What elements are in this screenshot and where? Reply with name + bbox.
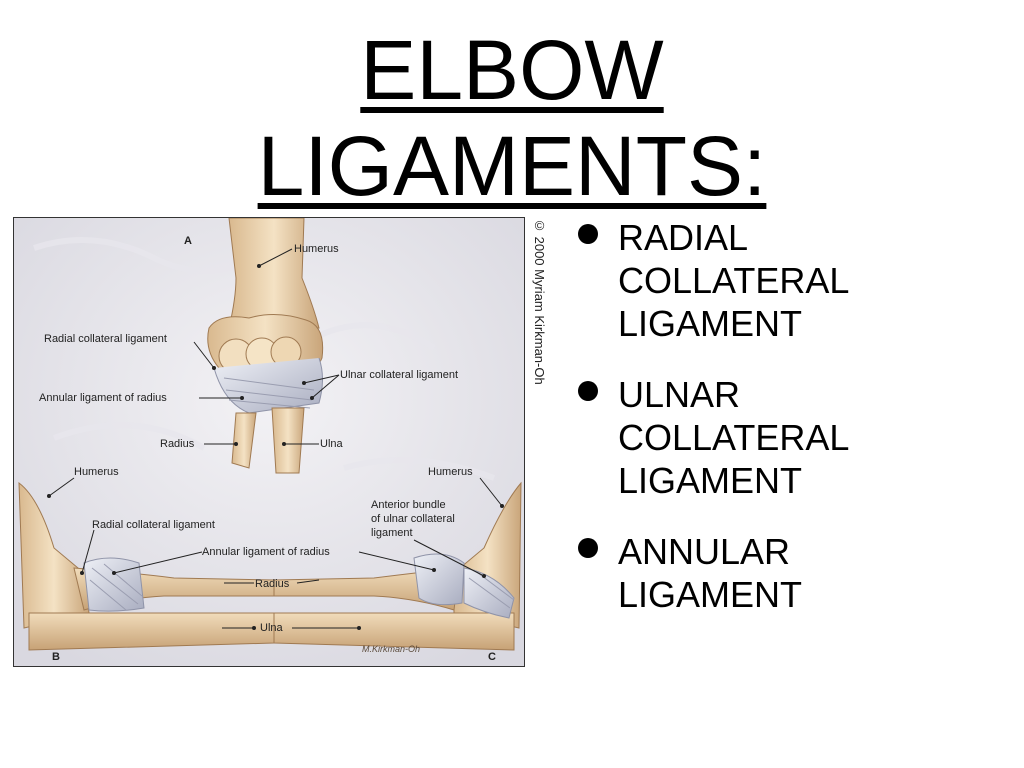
label-c-anterior-bundle-1: Anterior bundle bbox=[371, 499, 446, 511]
label-a-ulna: Ulna bbox=[320, 438, 344, 450]
panel-b-letter: B bbox=[52, 651, 60, 663]
label-a-radial-collateral: Radial collateral ligament bbox=[44, 333, 167, 345]
bullet-line: ULNAR bbox=[618, 374, 741, 415]
label-a-radius: Radius bbox=[160, 438, 195, 450]
bullet-line: LIGAMENT bbox=[618, 303, 803, 344]
panel-a-elbow-front-view bbox=[207, 218, 324, 474]
label-bc-ulna: Ulna bbox=[260, 622, 284, 634]
bullet-line: ANNULAR bbox=[618, 531, 791, 572]
bullet-line: LIGAMENT bbox=[618, 460, 803, 501]
elbow-ligament-illustration: A B C Humerus Radial collateral ligament… bbox=[13, 217, 525, 667]
bullet-dot-icon bbox=[578, 224, 598, 244]
label-c-humerus: Humerus bbox=[428, 466, 473, 478]
bullet-dot-icon bbox=[578, 381, 598, 401]
label-b-humerus: Humerus bbox=[74, 466, 119, 478]
label-bc-annular: Annular ligament of radius bbox=[202, 546, 330, 558]
label-c-anterior-bundle-2: of ulnar collateral bbox=[371, 513, 455, 525]
bullet-item-radial-collateral: RADIAL COLLATERAL LIGAMENT bbox=[578, 216, 1024, 345]
label-bc-radius: Radius bbox=[255, 578, 290, 590]
artist-signature: M.Kirkman-Oh bbox=[362, 644, 420, 654]
panel-c-letter: C bbox=[488, 651, 496, 663]
bullet-line: LIGAMENT bbox=[618, 574, 803, 615]
panel-b-elbow-lateral-view bbox=[18, 481, 275, 651]
label-c-anterior-bundle-3: ligament bbox=[371, 527, 413, 539]
bullet-list: RADIAL COLLATERAL LIGAMENT ULNAR COLLATE… bbox=[578, 216, 1024, 644]
leader-lines bbox=[48, 248, 503, 629]
label-b-radial-collateral: Radial collateral ligament bbox=[92, 519, 215, 531]
bullet-item-ulnar-collateral: ULNAR COLLATERAL LIGAMENT bbox=[578, 373, 1024, 502]
label-a-humerus: Humerus bbox=[294, 243, 339, 255]
panel-c-elbow-medial-view bbox=[273, 481, 522, 651]
bullet-dot-icon bbox=[578, 538, 598, 558]
title-line-1: ELBOW bbox=[360, 23, 664, 117]
label-a-ulnar-collateral: Ulnar collateral ligament bbox=[340, 369, 458, 381]
bullet-line: RADIAL bbox=[618, 217, 749, 258]
bullet-line: COLLATERAL bbox=[618, 260, 850, 301]
label-a-annular: Annular ligament of radius bbox=[39, 392, 167, 404]
slide-title: ELBOW LIGAMENTS: bbox=[0, 22, 1024, 214]
bullet-line: COLLATERAL bbox=[618, 417, 850, 458]
panel-a-letter: A bbox=[184, 235, 192, 247]
copyright-notice: © 2000 Myriam Kirkman-Oh bbox=[532, 218, 547, 385]
title-line-2: LIGAMENTS: bbox=[257, 119, 767, 213]
bullet-item-annular: ANNULAR LIGAMENT bbox=[578, 530, 1024, 616]
